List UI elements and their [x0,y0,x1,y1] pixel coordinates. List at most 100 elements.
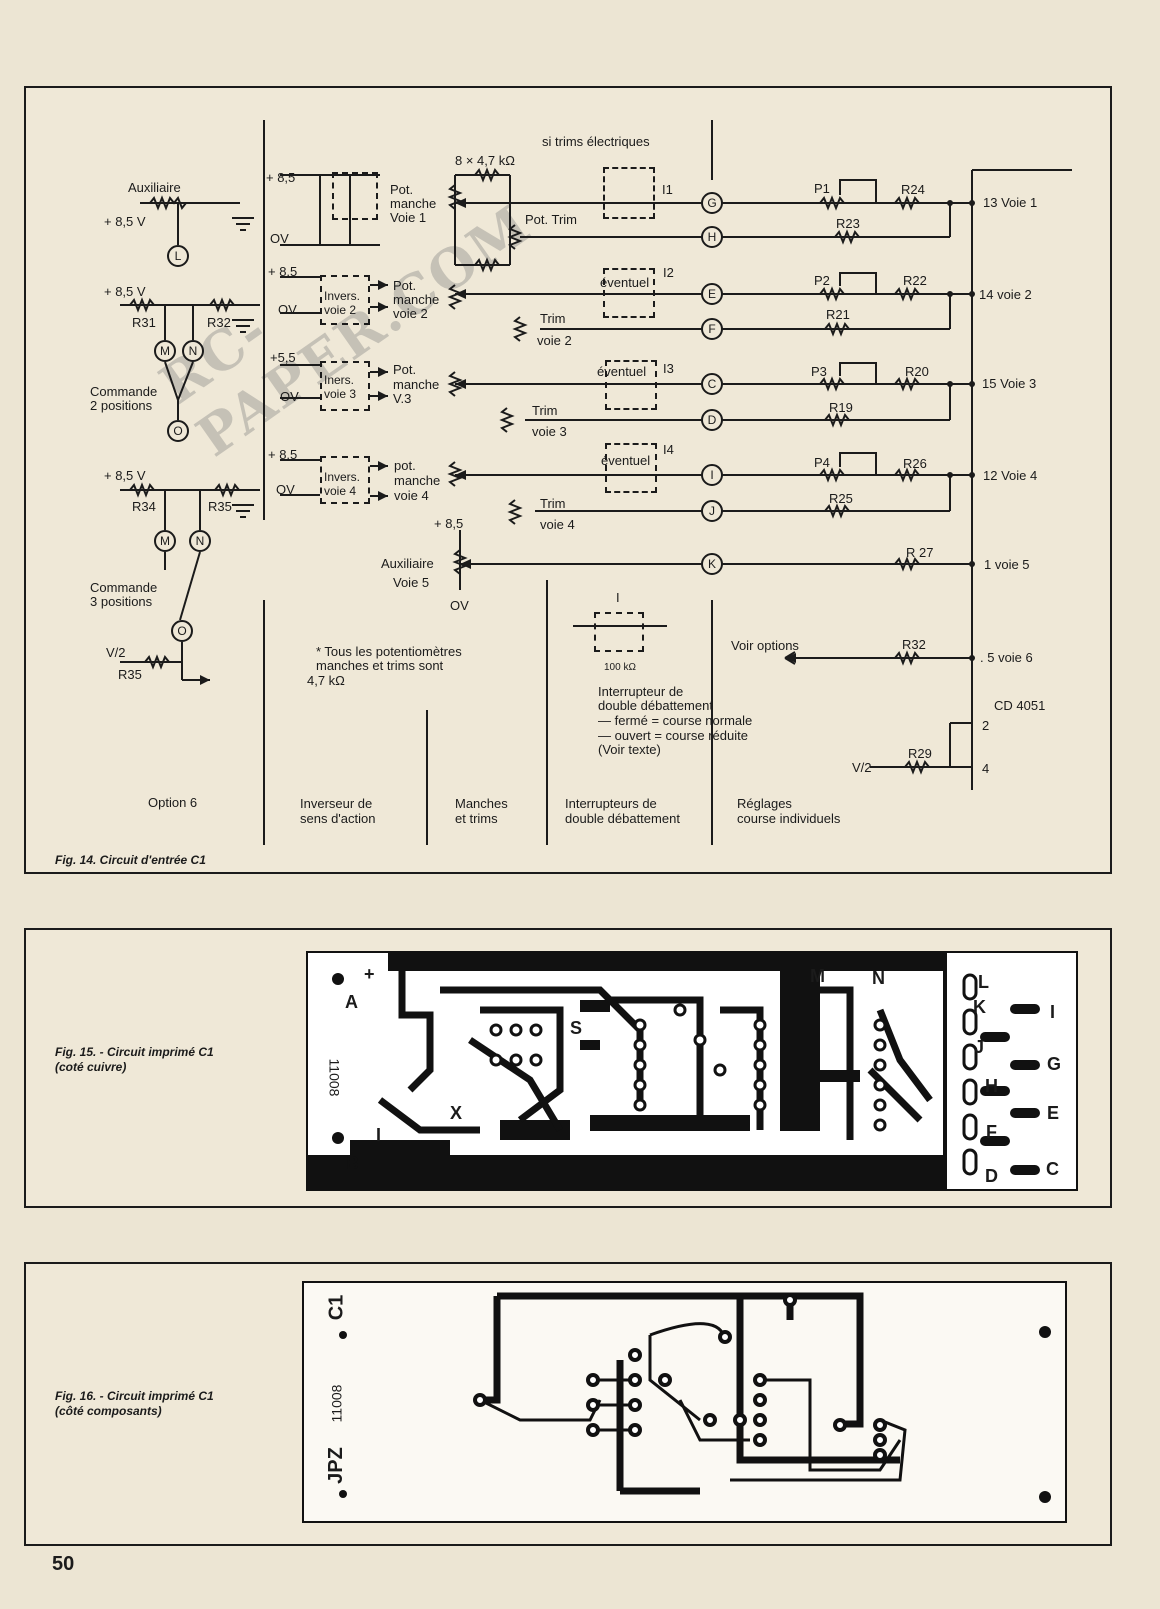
label-trim2b: voie 2 [537,333,572,348]
fig14-wiring [120,120,1072,845]
label-pot4b: manche [394,473,441,488]
section-manches-a: Manches [455,796,508,811]
label-trim4b: voie 4 [540,517,575,532]
pcb15-c: C [1046,1159,1059,1179]
section-option6: Option 6 [148,795,198,810]
label-pot3b: manche [393,377,440,392]
label-inv4b: voie 4 [324,484,357,498]
pcb15-one: I [376,1125,382,1145]
fig16-caption-2: (côté composants) [55,1404,162,1418]
header-trims: si trims électriques [542,134,650,149]
label-r29: R29 [908,746,932,761]
node-n1: N [182,340,204,362]
label-cmd3b: 3 positions [90,594,153,609]
label-p85-a: + 8,5 [266,170,296,185]
label-cmd2b: 2 positions [90,398,153,413]
label-inv3b: voie 3 [324,387,357,401]
label-ov2: OV [278,302,297,317]
label-v2-left: V/2 [106,645,126,660]
pcb16-num: 11008 [328,1384,345,1423]
output-voie1: 13 Voie 1 [983,195,1038,210]
label-i3: I3 [663,361,674,376]
label-r25: R25 [829,491,853,506]
label-inv4a: Invers. [324,470,361,484]
label-ov3: OV [280,389,299,404]
node-c: C [701,373,723,395]
label-p3: P3 [811,364,827,379]
label-r23: R23 [836,216,860,231]
label-r34: R34 [132,499,156,514]
label-i2: I2 [663,265,674,280]
label-cmd3: Commande [90,580,158,595]
node-m1: M [154,340,176,362]
output-voie6: . 5 voie 6 [980,650,1033,665]
label-v85-c: + 8,5 V [104,468,146,483]
node-e: E [701,283,723,305]
label-aux5d: OV [450,598,469,613]
output-voie5: 1 voie 5 [984,557,1030,572]
pcb16-jpz: JPZ [324,1447,347,1484]
label-v85-b: + 8,5 V [104,284,146,299]
pcb15-g: G [1047,1054,1062,1074]
label-d1: Interrupteur de [598,684,684,699]
pcb-component-side [302,1281,1067,1523]
label-trim3a: Trim [532,403,558,418]
section-interrupteurs-b: double débattement [565,811,680,826]
node-f: F [701,318,723,340]
pcb15-f: F [986,1122,997,1142]
label-cd4051: CD 4051 [994,698,1046,713]
node-m2: M [154,530,176,552]
node-n2: N [189,530,211,552]
pcb15-d: D [985,1166,998,1186]
label-v85-a: + 8,5 V [104,214,146,229]
label-d2: double débattement [598,698,713,713]
label-p85-d: + 8,5 [268,447,298,462]
note-line2: manches et trims sont [316,658,444,673]
label-pot2c: voie 2 [393,306,428,321]
inverter-v1-box [332,172,378,220]
switch-i4-box [605,443,657,493]
section-reglages-a: Réglages [737,796,792,811]
label-i1: I1 [662,182,673,197]
label-pot3a: Pot. [393,362,417,377]
section-manches-b: et trims [455,811,498,826]
pcb15-n: N [872,968,885,988]
node-j: J [701,500,723,522]
label-d3: — fermé = course normale [598,713,753,728]
switch-i3-box [605,360,657,410]
pcb15-a: A [345,992,358,1012]
label-auxiliaire: Auxiliaire [128,180,181,195]
label-i4: I4 [663,442,674,457]
label-r20: R20 [905,364,929,379]
label-inv2b: voie 2 [324,303,357,317]
pcb15-plus: + [364,964,375,984]
pcb15-x: X [450,1103,463,1123]
label-r21: R21 [826,307,850,322]
label-sw: I [616,590,620,605]
node-g: G [701,192,723,214]
node-d: D [701,409,723,431]
label-pot1b: manche [390,196,437,211]
label-r35-top: R35 [208,499,232,514]
label-pin4: 4 [982,761,990,776]
label-voir: Voir options [731,638,799,653]
label-p2: P2 [814,273,830,288]
pcb15-i: I [1050,1002,1056,1022]
switch-i1-box [603,167,655,219]
label-d5: (Voir texte) [598,742,661,757]
pcb15-e: E [1047,1103,1060,1123]
label-r32-right: R32 [902,637,926,652]
label-inv3a: Iners. [324,373,355,387]
label-ev4: éventuel [601,453,651,468]
label-sw-r: 100 kΩ [604,662,636,673]
output-voie2: 14 voie 2 [979,287,1032,302]
label-aux5c: Voie 5 [393,575,430,590]
label-aux5a: + 8,5 [434,516,464,531]
fig14-frame [24,86,1112,874]
node-h: H [701,226,723,248]
fig14-caption: Fig. 14. Circuit d'entrée C1 [55,853,206,867]
pcb15-h: H [985,1076,998,1096]
fig15-caption-1: Fig. 15. - Circuit imprimé C1 [55,1045,214,1059]
